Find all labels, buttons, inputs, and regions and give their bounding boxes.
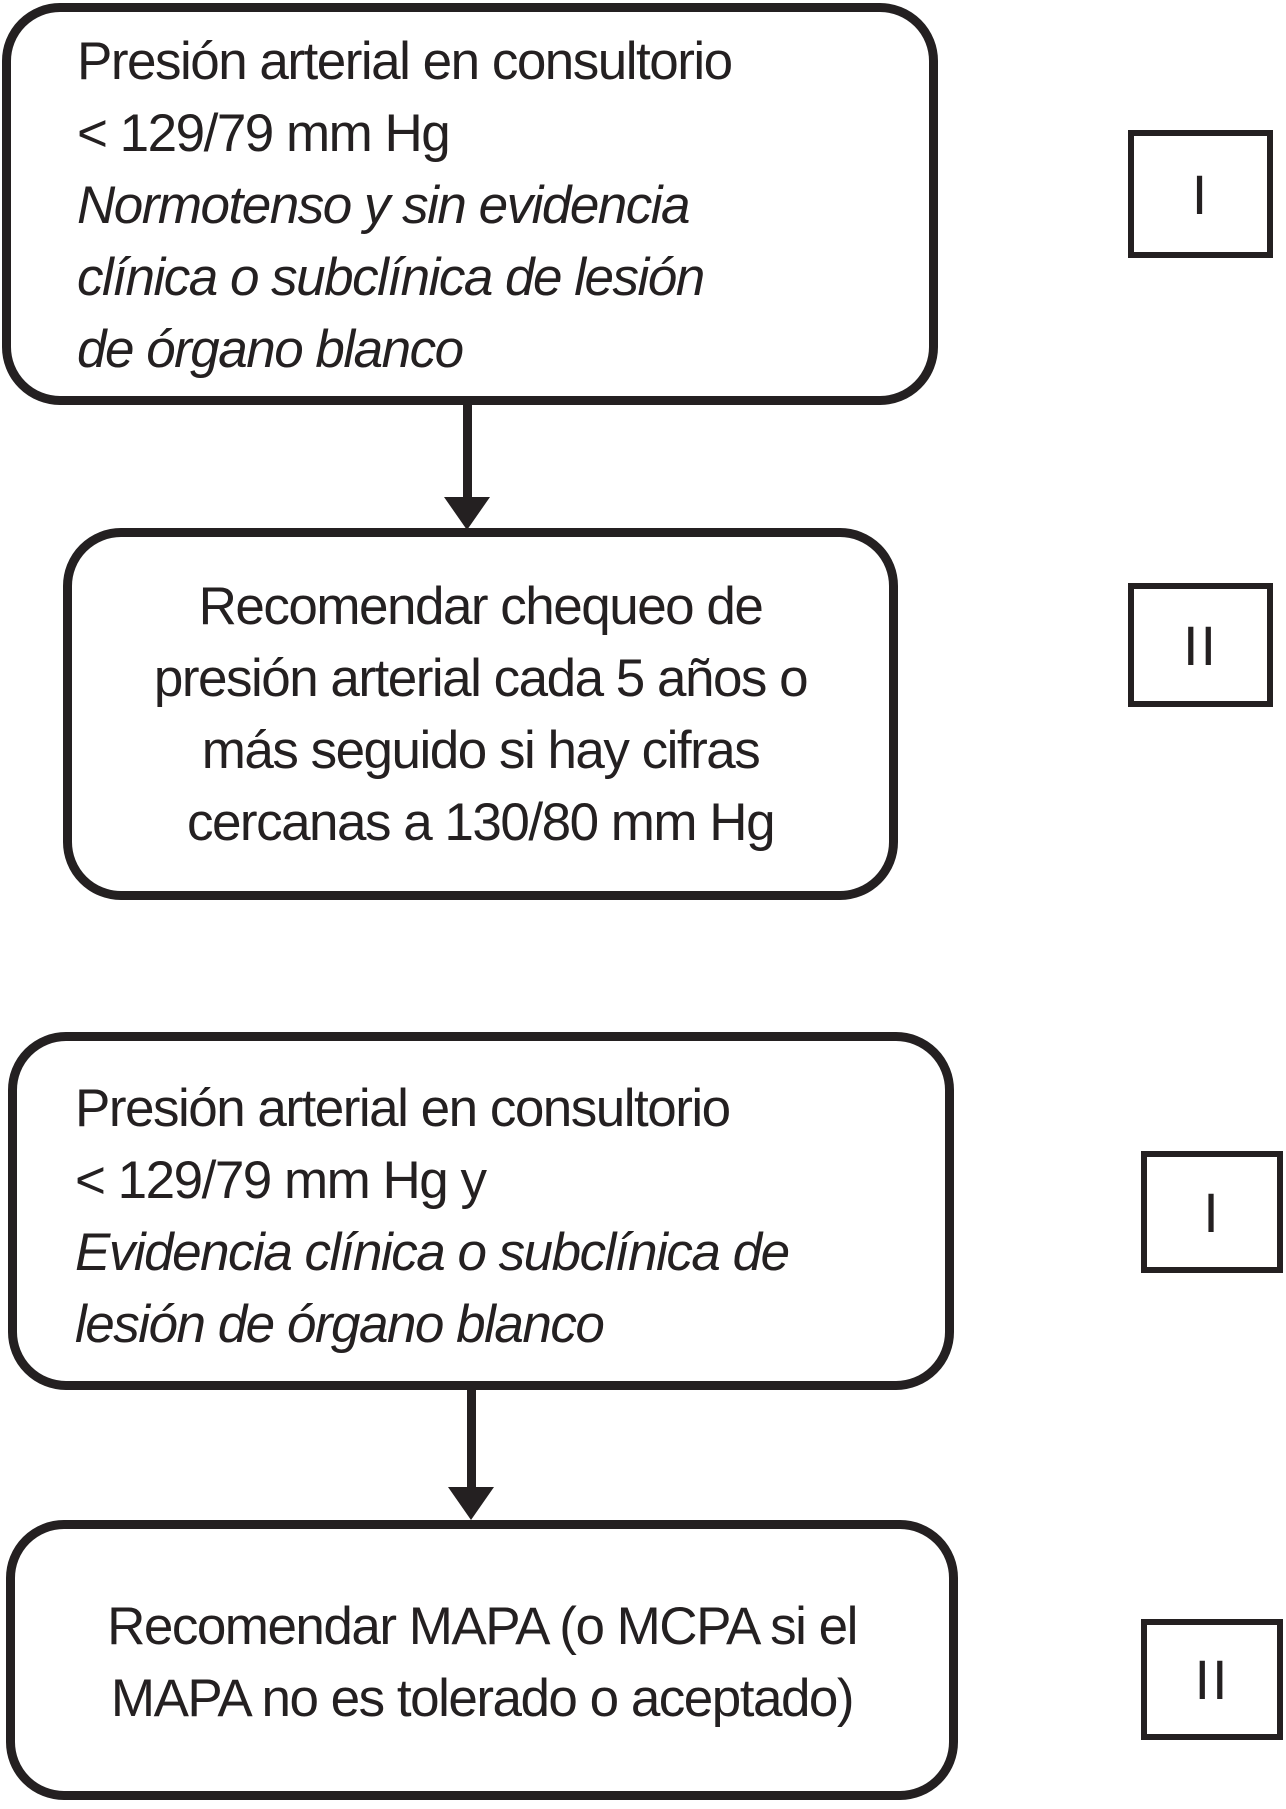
action-box-1-line-4: cercanas a 130/80 mm Hg: [186, 793, 776, 852]
condition-box-1-line-1: Presión arterial en consultorio: [77, 32, 733, 91]
condition-box-1: Presión arterial en consultorio < 129/79…: [2, 3, 938, 405]
class-badge-1-label: I: [1191, 162, 1210, 226]
condition-box-1-line-4: clínica o subclínica de lesión: [77, 248, 705, 307]
class-badge-4: II: [1141, 1619, 1283, 1740]
class-badge-3-label: I: [1203, 1180, 1221, 1244]
condition-box-1-line-5: de órgano blanco: [77, 320, 464, 379]
class-badge-4-label: II: [1194, 1648, 1230, 1711]
action-box-2: Recomendar MAPA (o MCPA si el MAPA no es…: [6, 1520, 958, 1800]
down-arrow-connector-2-head-icon: [448, 1487, 494, 1520]
condition-box-1-line-2: < 129/79 mm Hg: [77, 104, 451, 163]
action-box-1-line-2: presión arterial cada 5 años o: [153, 649, 809, 708]
condition-box-2-line-1: Presión arterial en consultorio: [75, 1079, 731, 1138]
condition-box-2-line-4: lesión de órgano blanco: [75, 1295, 605, 1354]
condition-box-1-line-3: Normotenso y sin evidencia: [77, 176, 691, 235]
class-badge-2-label: II: [1182, 613, 1219, 677]
class-badge-3: I: [1141, 1151, 1283, 1273]
condition-box-2-line-2: < 129/79 mm Hg y: [75, 1151, 487, 1210]
condition-box-2: Presión arterial en consultorio < 129/79…: [8, 1032, 954, 1390]
action-box-1: Recomendar chequeo de presión arterial c…: [63, 528, 898, 900]
class-badge-1: I: [1128, 130, 1273, 258]
down-arrow-connector-2-stem: [467, 1384, 476, 1488]
class-badge-2: II: [1128, 583, 1273, 707]
action-box-1-line-3: más seguido si hay cifras: [201, 721, 761, 780]
down-arrow-connector-1-head-icon: [444, 497, 490, 530]
down-arrow-connector-1-stem: [463, 400, 472, 498]
condition-box-2-line-3: Evidencia clínica o subclínica de: [75, 1223, 790, 1282]
action-box-2-line-1: Recomendar MAPA (o MCPA si el: [107, 1597, 858, 1656]
action-box-1-line-1: Recomendar chequeo de: [198, 577, 764, 636]
action-box-2-line-2: MAPA no es tolerado o aceptado): [110, 1669, 855, 1728]
